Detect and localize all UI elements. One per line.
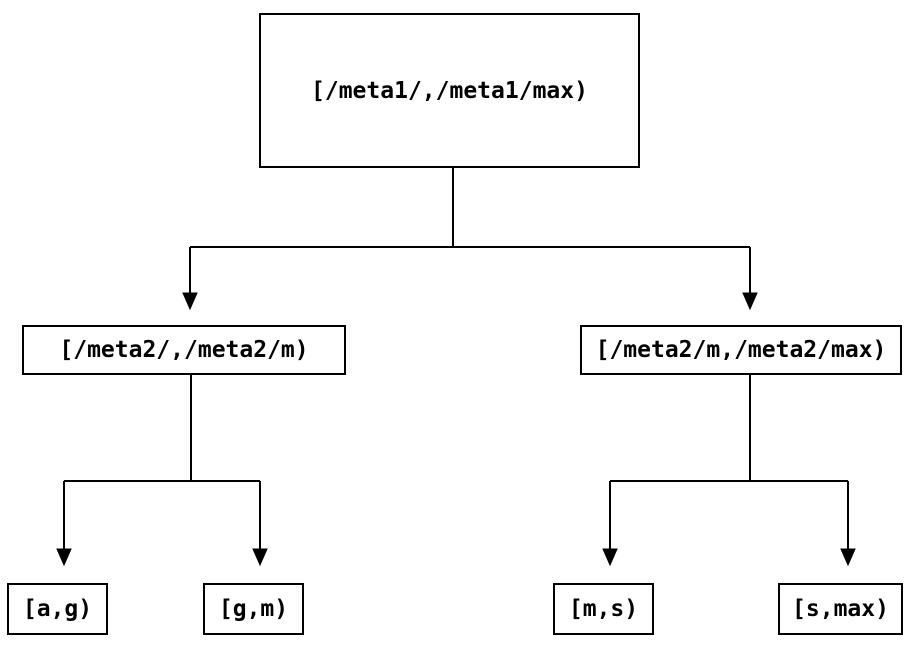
tree-node-leaf-gm: [g,m) — [203, 583, 304, 635]
arrowhead-icon — [602, 548, 618, 567]
arrowhead-icon — [56, 548, 72, 567]
edge-line — [189, 168, 751, 293]
edge-leftchild-to-leaves — [56, 375, 268, 567]
arrowhead-icon — [840, 548, 856, 567]
arrowhead-icon — [742, 292, 758, 311]
tree-node-leaf-ms: [m,s) — [553, 583, 654, 635]
edge-rightchild-to-leaves — [602, 375, 856, 567]
edge-root-to-children — [182, 168, 758, 311]
edge-line — [609, 375, 849, 549]
tree-node-left-child: [/meta2/,/meta2/m) — [22, 325, 346, 375]
tree-node-leaf-ag: [a,g) — [7, 583, 108, 635]
arrowhead-icon — [252, 548, 268, 567]
arrowhead-icon — [182, 292, 198, 311]
tree-node-root: [/meta1/,/meta1/max) — [259, 13, 640, 168]
tree-node-right-child: [/meta2/m,/meta2/max) — [580, 325, 902, 375]
edge-line — [63, 375, 261, 549]
tree-node-leaf-smax: [s,max) — [778, 583, 903, 635]
